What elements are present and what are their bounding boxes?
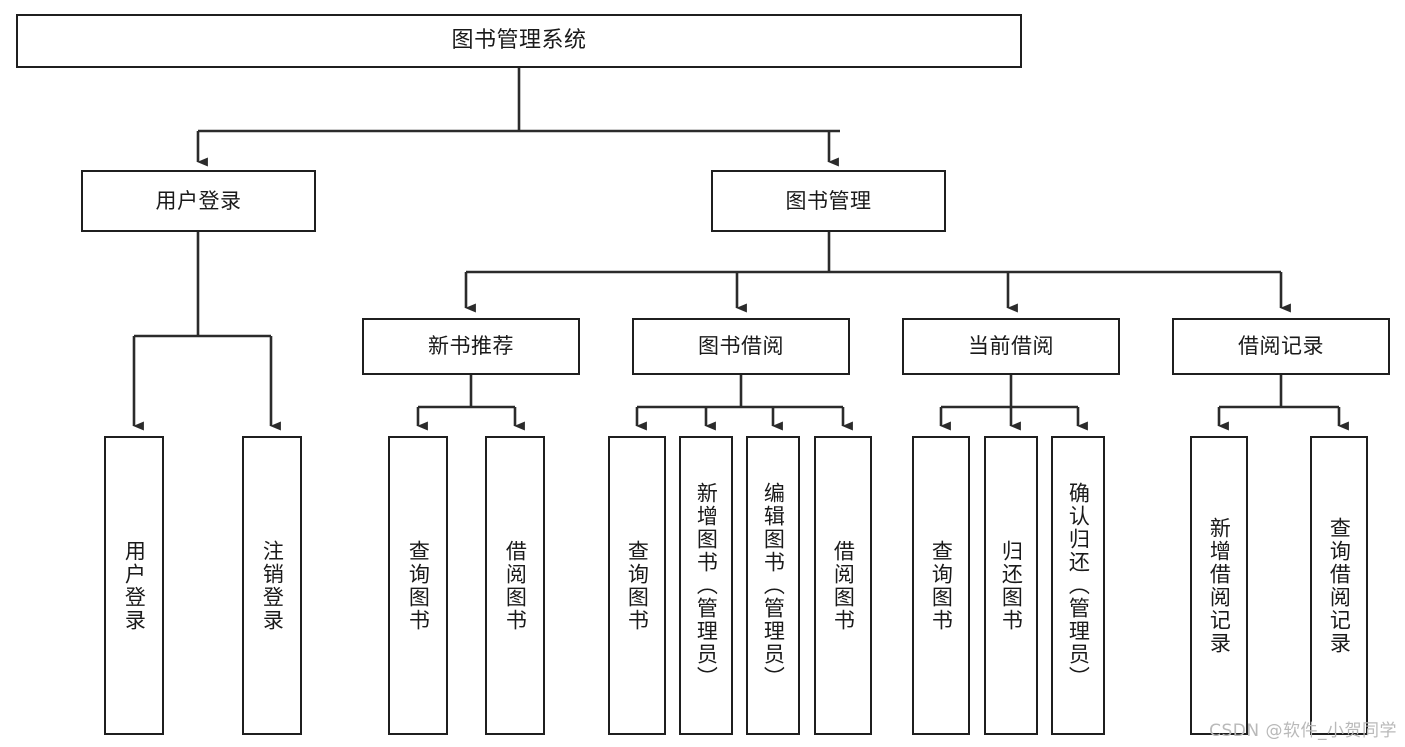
node-label: 查询借阅记录 xyxy=(1327,516,1352,655)
node-book-borrow[interactable]: 图书借阅 xyxy=(632,318,850,375)
node-leaf-borrow-book-2[interactable]: 借阅图书 xyxy=(814,436,872,735)
node-leaf-user-login[interactable]: 用户登录 xyxy=(104,436,164,735)
node-label: 图书管理 xyxy=(785,188,872,213)
csdn-watermark: CSDN @软件_小贺同学 xyxy=(1209,721,1397,741)
node-borrow-record[interactable]: 借阅记录 xyxy=(1172,318,1390,375)
node-leaf-query-book-2[interactable]: 查询图书 xyxy=(608,436,666,735)
node-label: 确认归还（管理员） xyxy=(1066,482,1091,689)
node-label: 借阅图书 xyxy=(503,539,528,632)
node-book-management[interactable]: 图书管理 xyxy=(711,170,946,232)
node-leaf-user-logout[interactable]: 注销登录 xyxy=(242,436,302,735)
node-label: 新增图书（管理员） xyxy=(694,482,719,689)
node-label: 当前借阅 xyxy=(968,334,1054,359)
node-label: 注销登录 xyxy=(260,539,285,632)
node-label: 图书借阅 xyxy=(698,334,784,359)
node-leaf-query-book-3[interactable]: 查询图书 xyxy=(912,436,970,735)
node-leaf-query-record[interactable]: 查询借阅记录 xyxy=(1310,436,1368,735)
node-label: 查询图书 xyxy=(929,539,954,632)
node-leaf-edit-book[interactable]: 编辑图书（管理员） xyxy=(746,436,800,735)
node-label: 图书管理系统 xyxy=(451,28,587,54)
node-label: 查询图书 xyxy=(406,539,431,632)
node-user-login[interactable]: 用户登录 xyxy=(81,170,316,232)
node-label: 归还图书 xyxy=(999,539,1024,632)
node-leaf-return-book[interactable]: 归还图书 xyxy=(984,436,1038,735)
node-root-system[interactable]: 图书管理系统 xyxy=(16,14,1022,68)
node-label: 用户登录 xyxy=(155,188,242,213)
node-label: 查询图书 xyxy=(625,539,650,632)
node-leaf-query-book-1[interactable]: 查询图书 xyxy=(388,436,448,735)
node-leaf-confirm-return[interactable]: 确认归还（管理员） xyxy=(1051,436,1105,735)
node-new-book-recommend[interactable]: 新书推荐 xyxy=(362,318,580,375)
node-label: 新增借阅记录 xyxy=(1207,516,1232,655)
node-label: 用户登录 xyxy=(122,539,147,632)
node-label: 借阅记录 xyxy=(1238,334,1324,359)
node-label: 编辑图书（管理员） xyxy=(761,482,786,689)
node-leaf-add-book[interactable]: 新增图书（管理员） xyxy=(679,436,733,735)
node-leaf-borrow-book-1[interactable]: 借阅图书 xyxy=(485,436,545,735)
node-leaf-add-record[interactable]: 新增借阅记录 xyxy=(1190,436,1248,735)
node-current-borrow[interactable]: 当前借阅 xyxy=(902,318,1120,375)
node-label: 新书推荐 xyxy=(428,334,514,359)
node-label: 借阅图书 xyxy=(831,539,856,632)
